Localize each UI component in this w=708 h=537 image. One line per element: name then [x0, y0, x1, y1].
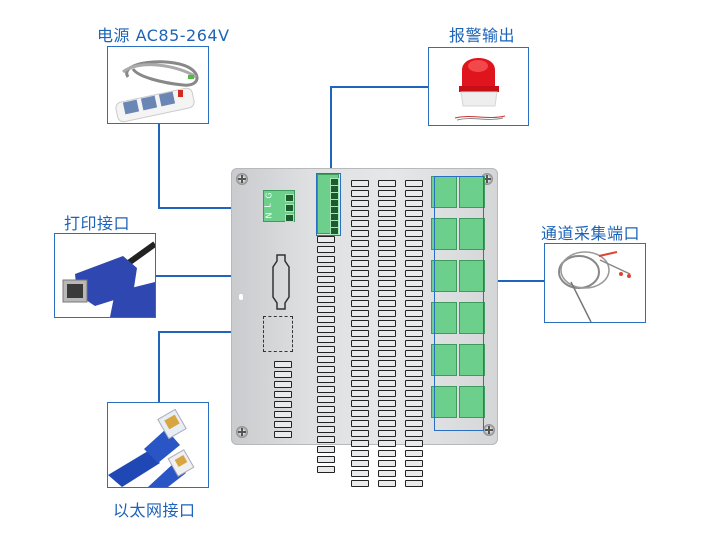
alarm-connector-line-h [330, 86, 428, 88]
thermocouple-image [544, 243, 646, 323]
print-port-outline [272, 254, 290, 310]
ethernet-cable-image [107, 402, 209, 488]
channel-terminals [431, 176, 487, 431]
vent-column-1 [317, 236, 335, 473]
alarm-beacon-icon [454, 58, 506, 121]
terminal-label-g: G [264, 192, 274, 199]
vga-cable-icon [62, 241, 155, 317]
small-vent [274, 361, 292, 438]
ethernet-connector-line-v [158, 331, 160, 402]
device-rear-panel: G L N [231, 168, 498, 487]
alarm-terminal-block [317, 174, 339, 235]
channel-terminal-highlight [434, 176, 484, 431]
power-strip-image [107, 46, 209, 124]
power-strip-icon [115, 60, 199, 123]
print-label: 打印接口 [64, 214, 131, 233]
channel-connector-line [484, 280, 544, 282]
power-connector-line-v [158, 124, 160, 208]
ethernet-cable-icon [108, 408, 195, 487]
vga-cable-image [54, 233, 156, 318]
ethernet-label: 以太网接口 [113, 501, 196, 520]
vent-column-4 [405, 180, 423, 487]
screw-icon [483, 424, 495, 436]
power-label: 电源 AC85-264V [97, 26, 230, 45]
alarm-terminal-highlight [316, 173, 341, 236]
screw-icon [236, 173, 248, 185]
alarm-beacon-image [428, 47, 529, 126]
alarm-label: 报警输出 [449, 26, 516, 45]
ethernet-connector-line-h [158, 331, 282, 333]
print-connector-line [156, 275, 278, 277]
vent-column-2 [351, 180, 369, 487]
channel-label: 通道采集端口 [541, 224, 641, 243]
vent-column-3 [378, 180, 396, 487]
ethernet-port-outline [263, 316, 293, 352]
alarm-connector-line-v [330, 86, 332, 174]
terminal-label-l: L [263, 203, 273, 208]
thermocouple-icon [558, 251, 631, 322]
screw-icon [236, 426, 248, 438]
power-connector-line-h [158, 207, 270, 209]
terminal-label-n: N [264, 212, 274, 219]
mount-hole [239, 294, 243, 300]
power-terminal-block: G L N [263, 190, 295, 222]
